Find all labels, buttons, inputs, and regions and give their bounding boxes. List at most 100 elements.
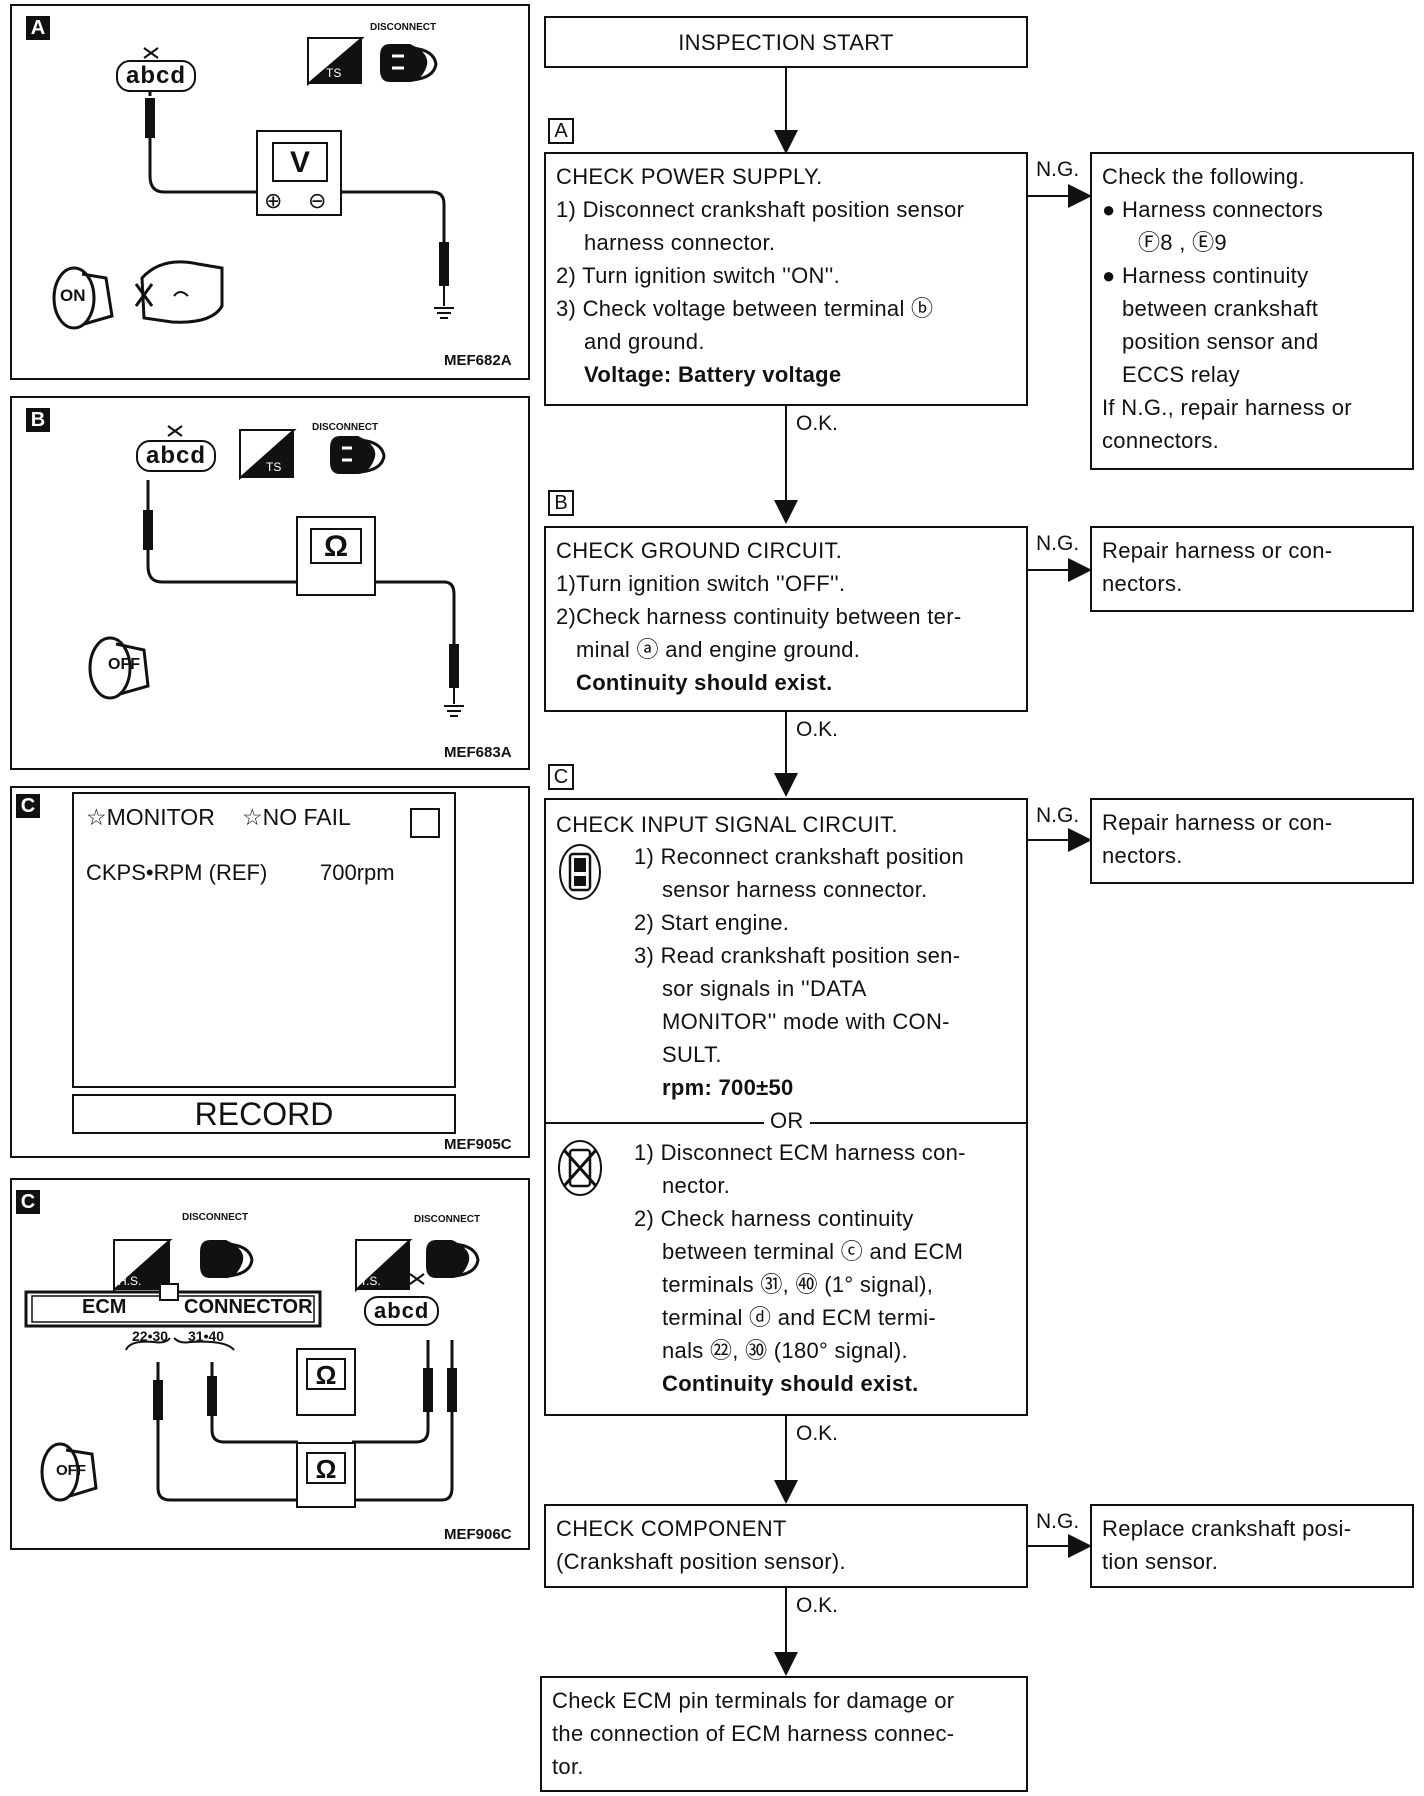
step-a-label: A <box>548 118 574 144</box>
no-fail-label: ☆NO FAIL <box>242 804 351 830</box>
consult-screen: ☆MONITOR ☆NO FAIL CKPS•RPM (REF) 700rpm <box>72 792 456 1088</box>
figure-code: MEF682A <box>444 352 512 369</box>
disconnect-label: DISCONNECT <box>370 22 437 33</box>
step-b-ng-box: Repair harness or con- nectors. <box>1090 526 1414 612</box>
ng-label: N.G. <box>1036 158 1080 181</box>
step-d-ng-line: Replace crankshaft posi- <box>1102 1516 1352 1541</box>
ohmmeter-face: Ω <box>306 1358 346 1390</box>
terminals-abcd: abcd <box>136 440 217 472</box>
step-a-line: 2) Turn ignition switch ''ON''. <box>556 263 841 288</box>
plus-terminal: ⊕ <box>264 188 283 213</box>
disconnect-label-ecm: DISCONNECT <box>182 1212 249 1223</box>
consult-line: SULT. <box>662 1042 722 1067</box>
hs-label: H.S. <box>118 1274 142 1288</box>
final-line: tor. <box>552 1754 584 1779</box>
step-a-line: harness connector. <box>584 230 776 255</box>
monitor-label: ☆MONITOR <box>86 804 215 830</box>
step-a-ng-line: Check the following. <box>1102 164 1305 189</box>
ok-label: O.K. <box>796 718 839 741</box>
step-a-title: CHECK POWER SUPPLY. <box>556 164 823 189</box>
connector-codes: Ⓕ8 , Ⓔ9 <box>1138 230 1227 255</box>
ecm-line: 1) Disconnect ECM harness con- <box>634 1140 966 1165</box>
step-b-title: CHECK GROUND CIRCUIT. <box>556 538 843 563</box>
diagram-panel-a: A abcd DISCONNECT TS V ⊕ ⊖ <box>10 4 530 380</box>
ohmmeter-face: Ω <box>310 528 362 564</box>
record-button[interactable]: RECORD <box>72 1094 456 1134</box>
step-b-line: 1)Turn ignition switch ''OFF''. <box>556 571 846 596</box>
ts-label: TS <box>266 460 282 474</box>
step-a-ng-line: ● Harness continuity <box>1102 263 1309 288</box>
step-b-label: B <box>548 490 574 516</box>
step-c-ng-line: Repair harness or con- <box>1102 810 1333 835</box>
consult-line: sor signals in ''DATA <box>662 976 867 1001</box>
ignition-off-icon: OFF <box>108 656 140 673</box>
ng-label: N.G. <box>1036 804 1080 827</box>
voltmeter: V ⊕ ⊖ <box>256 130 342 216</box>
ts-label: TS <box>326 66 342 80</box>
terminals-abcd: abcd <box>364 1296 440 1326</box>
step-a-ng-line: between crankshaft <box>1122 296 1319 321</box>
final-line: the connection of ECM harness connec- <box>552 1721 955 1746</box>
ng-label: N.G. <box>1036 1510 1080 1533</box>
pins-31-40: 31•40 <box>188 1328 225 1344</box>
step-c-ng-line: nectors. <box>1102 843 1183 868</box>
consult-line: MONITOR'' mode with CON- <box>662 1009 950 1034</box>
figure-code: MEF683A <box>444 744 512 761</box>
check-ground-circuit-box: CHECK GROUND CIRCUIT. 1)Turn ignition sw… <box>544 526 1028 712</box>
check-input-signal-box: CHECK INPUT SIGNAL CIRCUIT. 1) Reconnect… <box>544 798 1028 1416</box>
voltmeter-face: V <box>272 142 328 182</box>
panel-tag: C <box>16 1190 40 1214</box>
screen-checkbox[interactable] <box>410 808 440 838</box>
step-b-spec: Continuity should exist. <box>576 670 833 695</box>
connector-label: CONNECTOR <box>184 1296 313 1318</box>
ecm-label: ECM <box>82 1296 127 1318</box>
or-label: OR <box>764 1104 810 1138</box>
ecm-line: 2) Check harness continuity <box>634 1206 914 1231</box>
step-d-ng-box: Replace crankshaft posi- tion sensor. <box>1090 1504 1414 1588</box>
ecm-line: between terminal ⓒ and ECM <box>662 1239 964 1264</box>
step-a-ng-box: Check the following. ● Harness connector… <box>1090 152 1414 470</box>
ok-label: O.K. <box>796 1594 839 1617</box>
terminals-abcd: abcd <box>116 60 197 92</box>
consult-icon <box>559 844 601 900</box>
step-b-line: 2)Check harness continuity between ter- <box>556 604 962 629</box>
step-a-line: 3) Check voltage between terminal ⓑ <box>556 296 934 321</box>
consult-procedure: 1) Reconnect crankshaft position sensor … <box>634 840 964 1104</box>
panel-tag: C <box>16 794 40 818</box>
ecm-procedure: 1) Disconnect ECM harness con- nector. 2… <box>634 1136 966 1400</box>
final-line: Check ECM pin terminals for damage or <box>552 1688 955 1713</box>
inspection-start-box: INSPECTION START <box>544 16 1028 68</box>
check-component-box: CHECK COMPONENT (Crankshaft position sen… <box>544 1504 1028 1588</box>
minus-terminal: ⊖ <box>308 188 327 213</box>
step-b-line: minal ⓐ and engine ground. <box>576 637 861 662</box>
step-c-title: CHECK INPUT SIGNAL CIRCUIT. <box>556 812 898 837</box>
ecm-line: terminals ㉛, ㊵ (1° signal), <box>662 1272 934 1297</box>
ohmmeter-upper: Ω <box>296 1348 356 1416</box>
consult-line: sensor harness connector. <box>662 877 928 902</box>
step-b-ng-line: nectors. <box>1102 571 1183 596</box>
consult-line: 3) Read crankshaft position sen- <box>634 943 961 968</box>
panel-tag: B <box>26 408 50 432</box>
ohmmeter: Ω <box>296 516 376 596</box>
signal-name: CKPS•RPM (REF) <box>86 860 268 885</box>
step-a-spec: Voltage: Battery voltage <box>584 362 842 387</box>
inspection-start-text: INSPECTION START <box>678 30 894 55</box>
diagram-panel-c-consult: C ☆MONITOR ☆NO FAIL CKPS•RPM (REF) 700rp… <box>10 786 530 1158</box>
step-a-line: 1) Disconnect crankshaft position sensor <box>556 197 965 222</box>
ng-label: N.G. <box>1036 532 1080 555</box>
step-a-ng-line: ECCS relay <box>1122 362 1240 387</box>
step-d-ng-line: tion sensor. <box>1102 1549 1219 1574</box>
panel-tag: A <box>26 16 50 40</box>
step-a-line: and ground. <box>584 329 705 354</box>
disconnect-label-sensor: DISCONNECT <box>414 1214 481 1225</box>
ignition-on-icon: ON <box>60 286 86 305</box>
ecm-line: nector. <box>662 1173 731 1198</box>
diagram-panel-c-ecm: C H.S. <box>10 1178 530 1550</box>
ignition-off-icon: OFF <box>56 1462 86 1479</box>
consult-line: 2) Start engine. <box>634 910 790 935</box>
step-d-line: (Crankshaft position sensor). <box>556 1549 846 1574</box>
figure-code: MEF906C <box>444 1526 512 1543</box>
step-c-ng-box: Repair harness or con- nectors. <box>1090 798 1414 884</box>
ecm-line: terminal ⓓ and ECM termi- <box>662 1305 937 1330</box>
